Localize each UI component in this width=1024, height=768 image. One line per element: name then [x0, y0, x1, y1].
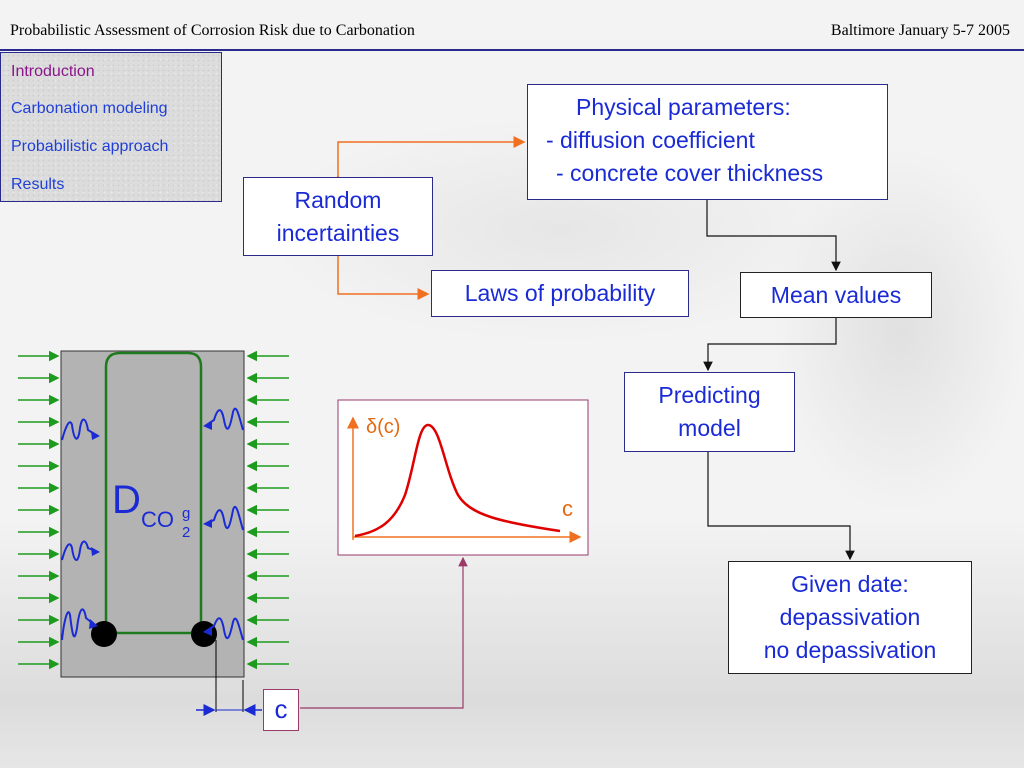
given-date-box: Given date: depassivation no depassivati… — [728, 561, 972, 674]
laws-of-probability-box: Laws of probability — [431, 270, 689, 317]
cover-label-box: c — [263, 689, 299, 731]
connector-random-physical — [332, 136, 526, 187]
diffusion-superscript: g — [182, 505, 191, 522]
nav-item-introduction[interactable]: Introduction — [11, 63, 95, 80]
event-label: Baltimore January 5-7 2005 — [830, 22, 1010, 39]
header-divider — [0, 49, 1024, 51]
given-date-title: Given date: — [791, 571, 909, 597]
predicting-model-line-1: Predicting — [658, 382, 761, 408]
mean-values-box: Mean values — [740, 272, 932, 318]
random-incertainties-box: Random incertainties — [243, 177, 433, 256]
mean-values-label: Mean values — [770, 282, 902, 308]
connector-predicting-given — [707, 452, 855, 561]
rebar-right — [191, 621, 217, 647]
connector-physical-mean — [706, 200, 841, 272]
random-incertainties-line-2: incertainties — [276, 220, 400, 246]
plot-x-label: c — [562, 496, 573, 521]
slide-title: Probabilistic Assessment of Corrosion Ri… — [10, 22, 415, 39]
given-date-no-depassivation: no depassivation — [763, 637, 937, 663]
connector-random-laws — [337, 256, 430, 300]
cover-label: c — [274, 694, 288, 724]
rebar-stirrup — [104, 351, 203, 635]
physical-parameters-item-1: - diffusion coefficient — [546, 127, 755, 153]
rebar-left — [91, 621, 117, 647]
physical-parameters-title: Physical parameters: — [576, 94, 791, 120]
nav-item-carbonation-modeling[interactable]: Carbonation modeling — [11, 100, 168, 117]
diffusion-subscript: CO — [141, 507, 174, 532]
laws-of-probability-label: Laws of probability — [464, 280, 656, 306]
predicting-model-line-2: model — [678, 415, 741, 441]
carbonation-front-arrowheads — [89, 421, 212, 636]
diffusion-subscript-2: 2 — [182, 524, 191, 541]
diffusion-D: D — [112, 478, 141, 522]
nav-item-results[interactable]: Results — [11, 176, 65, 193]
connector-cover-plot — [300, 556, 468, 709]
connector-mean-predicting — [703, 318, 837, 372]
navigation-panel: Introduction Carbonation modeling Probab… — [0, 52, 222, 202]
given-date-depassivation: depassivation — [779, 604, 921, 630]
physical-parameters-item-2: - concrete cover thickness — [556, 160, 824, 186]
diffusion-symbol: D — [112, 478, 141, 523]
physical-parameters-box: Physical parameters: - diffusion coeffic… — [527, 84, 888, 200]
distribution-curve — [354, 423, 561, 538]
plot-y-label: δ(c) — [366, 416, 401, 438]
carbonation-front-waves — [61, 407, 244, 641]
green-arrows-right — [246, 350, 289, 670]
green-arrows-left — [18, 350, 60, 670]
predicting-model-box: Predicting model — [624, 372, 795, 452]
random-incertainties-line-1: Random — [294, 187, 382, 213]
nav-item-probabilistic-approach[interactable]: Probabilistic approach — [11, 138, 169, 155]
